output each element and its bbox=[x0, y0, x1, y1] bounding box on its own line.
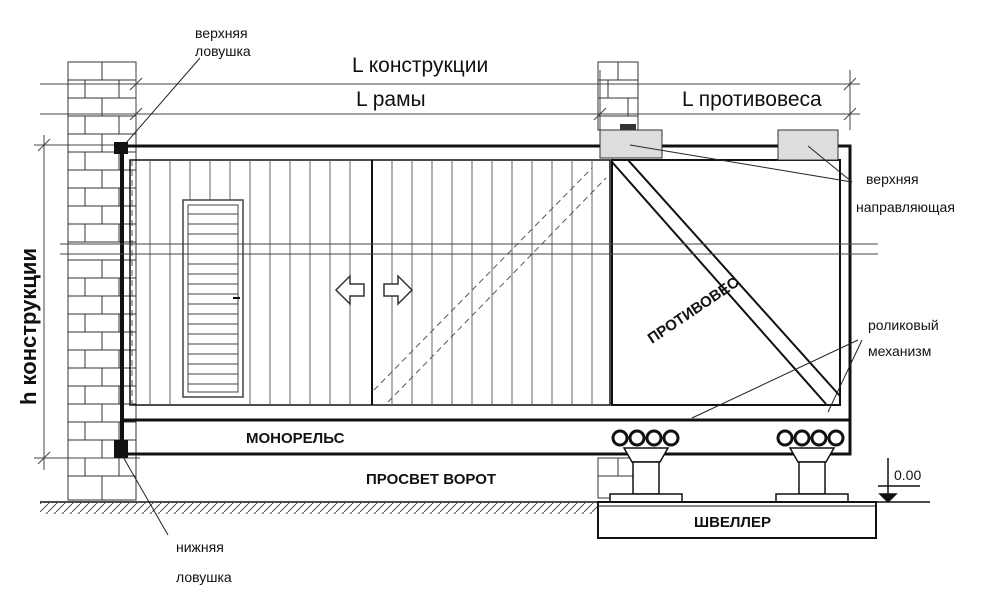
leader-lines bbox=[121, 57, 863, 536]
channel-label: ШВЕЛЛЕР bbox=[694, 514, 771, 531]
slats-left bbox=[149, 160, 351, 405]
level-mark bbox=[872, 458, 930, 504]
roller-mechanism-label-line1: роликовый bbox=[868, 317, 939, 333]
slats-right bbox=[391, 160, 593, 405]
counterweight-brace bbox=[611, 159, 841, 405]
gate-clearance-label: ПРОСВЕТ ВОРОТ bbox=[366, 471, 496, 488]
roller-mechanism-right bbox=[775, 429, 849, 503]
top-guide-block-left bbox=[599, 129, 663, 159]
dimension-lines bbox=[40, 70, 860, 130]
channel-beam bbox=[597, 501, 877, 539]
bottom-trap-block bbox=[114, 440, 128, 458]
wicket-door bbox=[182, 199, 244, 398]
arrow-right-icon bbox=[383, 274, 414, 306]
roller-mechanism-left bbox=[609, 429, 683, 503]
level-mark-label: 0.00 bbox=[894, 467, 921, 483]
monorail-label: МОНОРЕЛЬС bbox=[246, 430, 345, 447]
fence-line bbox=[60, 243, 878, 255]
bottom-trap-label-line2: ловушка bbox=[176, 569, 232, 585]
h-construction-label: h конструкции bbox=[16, 248, 41, 405]
top-guide-label-line1: верхняя bbox=[866, 171, 919, 187]
l-construction-label: L конструкции bbox=[352, 54, 488, 77]
dashed-diagonals bbox=[131, 160, 607, 410]
roller-mechanism-label-line2: механизм bbox=[868, 343, 931, 359]
right-brick-pillar bbox=[597, 61, 639, 499]
slide-direction-arrows bbox=[334, 274, 414, 306]
l-counterweight-label: L противовеса bbox=[682, 88, 822, 111]
top-trap-label-line1: верхняя bbox=[195, 25, 248, 41]
top-guide-block-right bbox=[777, 129, 839, 161]
top-trap-label-line2: ловушка bbox=[195, 43, 251, 59]
l-frame-label: L рамы bbox=[356, 88, 426, 111]
counterweight-label: ПРОТИВОВЕС bbox=[645, 274, 743, 347]
bottom-trap-label-line1: нижняя bbox=[176, 539, 224, 555]
top-trap-block bbox=[114, 142, 128, 154]
top-guide-label-line2: направляющая bbox=[856, 199, 955, 215]
arrow-left-icon bbox=[334, 274, 365, 306]
ground bbox=[40, 501, 600, 514]
top-guide-block-left-cap bbox=[620, 124, 636, 130]
left-brick-pillar bbox=[67, 61, 137, 501]
gate-frame bbox=[120, 144, 852, 456]
